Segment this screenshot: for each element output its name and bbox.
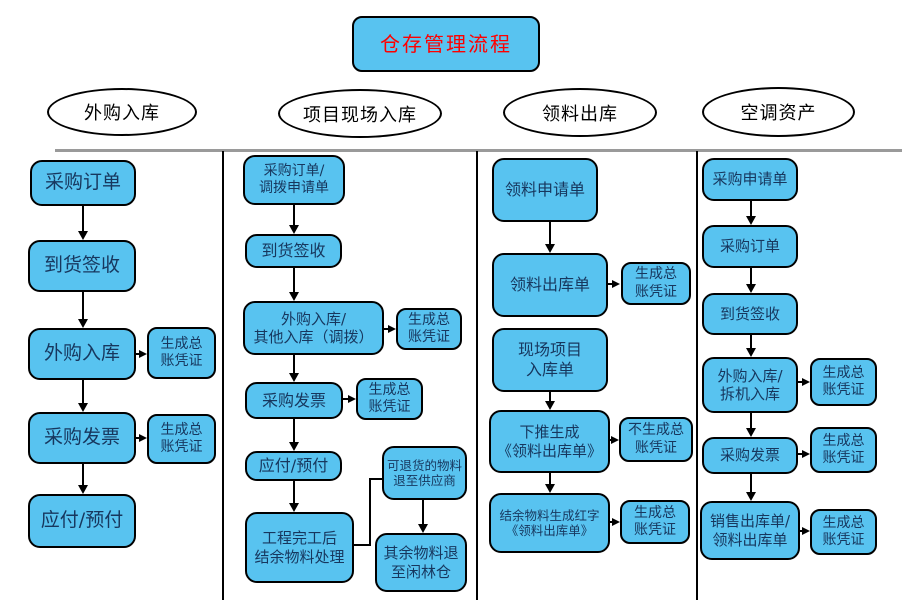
node-leftover-material-handling: 工程完工后 结余物料处理: [245, 512, 354, 583]
arrow-right: [800, 527, 810, 535]
arrow-right: [608, 280, 620, 288]
node-purchase-inbound: 外购入库: [28, 328, 136, 380]
node-no-ledger-voucher: 不生成总 账凭证: [619, 417, 693, 462]
node-payable-prepay-2: 应付/预付: [245, 451, 342, 481]
arrow-right: [136, 350, 147, 358]
arrow-right: [798, 378, 810, 386]
arrow-down: [746, 201, 756, 225]
arrow-right: [343, 395, 356, 403]
node-goods-receipt-sign-2: 到货签收: [245, 234, 342, 268]
connector-elbow-horizontal: [369, 478, 382, 480]
node-sales-material-outbound: 销售出库单/ 领料出库单: [700, 501, 800, 560]
node-material-request: 领料申请单: [492, 158, 598, 222]
arrow-down: [78, 292, 88, 328]
node-goods-receipt-sign-3: 到货签收: [702, 293, 798, 335]
node-ledger-voucher-8: 生成总 账凭证: [810, 427, 877, 473]
lane-divider-2: [476, 151, 478, 600]
node-site-project-inbound-order: 现场项目 入库单: [492, 328, 608, 392]
node-rest-to-xianlin-warehouse: 其余物料退 至闲林仓: [375, 533, 467, 592]
arrow-down: [545, 222, 555, 253]
node-purchase-invoice: 采购发票: [28, 412, 136, 464]
lane-ellipse-project-site-inbound: 项目现场入库: [278, 89, 442, 138]
arrow-down: [289, 419, 299, 451]
node-payable-prepay: 应付/预付: [28, 494, 136, 548]
arrow-down: [78, 464, 88, 494]
node-purchase-order: 采购订单: [30, 160, 136, 206]
arrow-down: [746, 268, 756, 293]
node-pushdown-outbound-order: 下推生成 《领料出库单》: [489, 410, 610, 473]
lane-divider-1: [222, 151, 224, 600]
arrow-down: [746, 474, 756, 501]
arrow-right: [610, 518, 620, 526]
arrow-down: [289, 481, 299, 512]
lane-ellipse-ac-assets: 空调资产: [702, 87, 855, 137]
node-ledger-voucher-6: 生成总 账凭证: [620, 500, 690, 544]
arrow-down: [545, 392, 555, 410]
arrow-down: [289, 205, 299, 234]
arrow-down: [746, 335, 756, 357]
node-ledger-voucher-1: 生成总 账凭证: [147, 327, 216, 379]
lane-ellipse-purchase-inbound: 外购入库: [47, 88, 197, 136]
arrow-down: [78, 206, 88, 240]
node-purchase-invoice-3: 采购发票: [702, 437, 798, 474]
node-redword-outbound-order: 结余物料生成红字 《领料出库单》: [489, 493, 610, 553]
node-purchase-order-2: 采购订单: [702, 225, 798, 268]
node-ledger-voucher-7: 生成总 账凭证: [810, 358, 877, 406]
arrow-right: [798, 450, 810, 458]
arrow-down: [289, 355, 299, 382]
node-po-transfer-request: 采购订单/ 调拨申请单: [243, 155, 345, 205]
arrow-right: [384, 325, 396, 333]
node-purchase-dismantle-inbound: 外购入库/ 拆机入库: [702, 357, 798, 413]
node-ledger-voucher-3: 生成总 账凭证: [396, 308, 462, 350]
arrow-right: [136, 434, 147, 442]
title-box: 仓存管理流程: [352, 16, 540, 72]
node-ledger-voucher-9: 生成总 账凭证: [810, 509, 877, 555]
node-ledger-voucher-5: 生成总 账凭证: [621, 262, 691, 305]
node-purchase-invoice-2: 采购发票: [245, 382, 343, 419]
node-purchase-other-inbound: 外购入库/ 其他入库（调拨）: [243, 301, 384, 355]
node-goods-receipt-sign: 到货签收: [28, 240, 136, 292]
node-ledger-voucher-2: 生成总 账凭证: [147, 414, 216, 464]
arrow-down: [418, 500, 428, 533]
arrow-down: [289, 268, 299, 301]
node-ledger-voucher-4: 生成总 账凭证: [356, 378, 423, 420]
connector-elbow-vertical: [369, 478, 371, 546]
lane-top-divider: [55, 149, 902, 152]
node-purchase-request: 采购申请单: [702, 158, 798, 201]
node-material-outbound-order: 领料出库单: [492, 253, 608, 317]
lane-divider-3: [696, 151, 698, 600]
lane-ellipse-material-outbound: 领料出库: [503, 88, 657, 137]
connector-elbow-horizontal: [354, 544, 371, 546]
arrow-right: [610, 436, 619, 444]
arrow-down: [545, 473, 555, 493]
arrow-down: [78, 380, 88, 412]
arrow-down: [746, 413, 756, 437]
node-returnable-to-supplier: 可退货的物料 退至供应商: [382, 446, 467, 500]
